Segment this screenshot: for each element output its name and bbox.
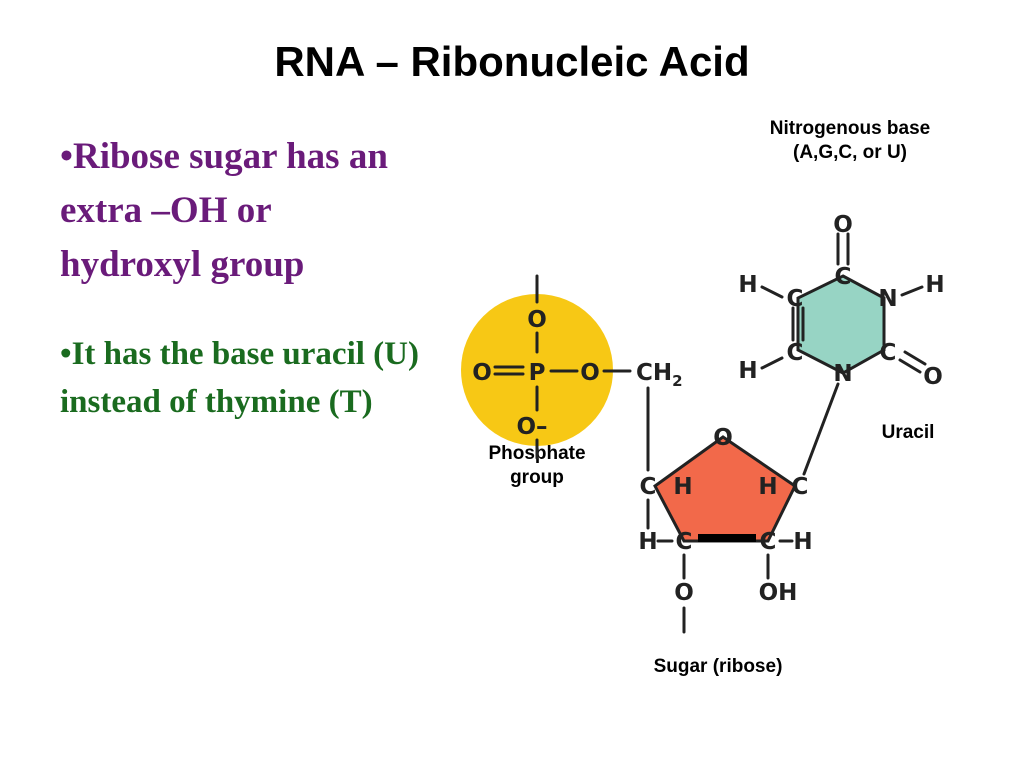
bullet-ribose: •Ribose sugar has an extra –OH or hydrox… (60, 130, 420, 292)
atom-nitrogen: N (878, 286, 897, 312)
bond (760, 285, 784, 299)
bullet-marker: • (60, 336, 72, 372)
uracil-hexagon (796, 274, 886, 375)
slide-title: RNA – Ribonucleic Acid (274, 38, 750, 85)
atom-carbon: C (880, 340, 897, 366)
atom-carbon: C (835, 264, 852, 290)
atom-oxygen: O (833, 212, 853, 238)
atom-hydrogen: H (925, 272, 944, 298)
nitrogenous-base-label-line2: (A,G,C, or U) (793, 142, 907, 163)
atom-hydrogen: H (738, 358, 757, 384)
atom-carbon: C (792, 474, 809, 500)
atom-hydroxyl: OH (759, 580, 798, 606)
bullet-marker: • (60, 136, 73, 177)
atom-carbon: C (787, 286, 804, 312)
atom-hydrogen: H (758, 474, 777, 500)
atom-carbon: C (676, 529, 693, 555)
atom-oxygen: O (713, 425, 733, 451)
atom-carbon: C (787, 340, 804, 366)
atom-hydrogen: H (793, 529, 812, 555)
atom-ch2: CH2 (636, 360, 683, 390)
atom-oxygen: O (527, 307, 547, 333)
bullet-uracil-text: It has the base uracil (U) instead of th… (60, 336, 419, 420)
bullet-uracil: •It has the base uracil (U) instead of t… (60, 330, 420, 426)
atom-carbon: C (760, 529, 777, 555)
atom-hydrogen: H (638, 529, 657, 555)
atom-oxygen: O (580, 360, 600, 386)
atom-ch-text: CH (636, 360, 672, 386)
atom-hydrogen: H (738, 272, 757, 298)
nitrogenous-base-label-line1: Nitrogenous base (769, 118, 931, 139)
glycosidic-bond (802, 382, 840, 476)
atom-subscript: 2 (672, 372, 682, 390)
atom-oxygen: O (923, 364, 943, 390)
bullet-list: •Ribose sugar has an extra –OH or hydrox… (60, 130, 420, 426)
nitrogenous-base-label: Nitrogenous base (A,G,C, or U) (735, 117, 965, 165)
atom-nitrogen: N (833, 361, 852, 387)
atom-hydrogen: H (673, 474, 692, 500)
atom-carbon: C (640, 474, 657, 500)
phosphate-label-line2: group (510, 467, 564, 488)
bond (900, 285, 924, 297)
atom-phosphorus: P (529, 360, 546, 386)
bullet-ribose-text: Ribose sugar has an extra –OH or hydroxy… (60, 136, 388, 285)
double-bond (903, 350, 927, 366)
bond (760, 356, 784, 370)
double-bond (898, 358, 922, 374)
atom-oxygen: O (472, 360, 492, 386)
sugar-ribose-label: Sugar (ribose) (653, 656, 783, 677)
phosphate-circle (461, 294, 613, 446)
atom-o-minus: O– (516, 414, 547, 440)
atom-oxygen: O (674, 580, 694, 606)
uracil-label: Uracil (881, 422, 935, 443)
